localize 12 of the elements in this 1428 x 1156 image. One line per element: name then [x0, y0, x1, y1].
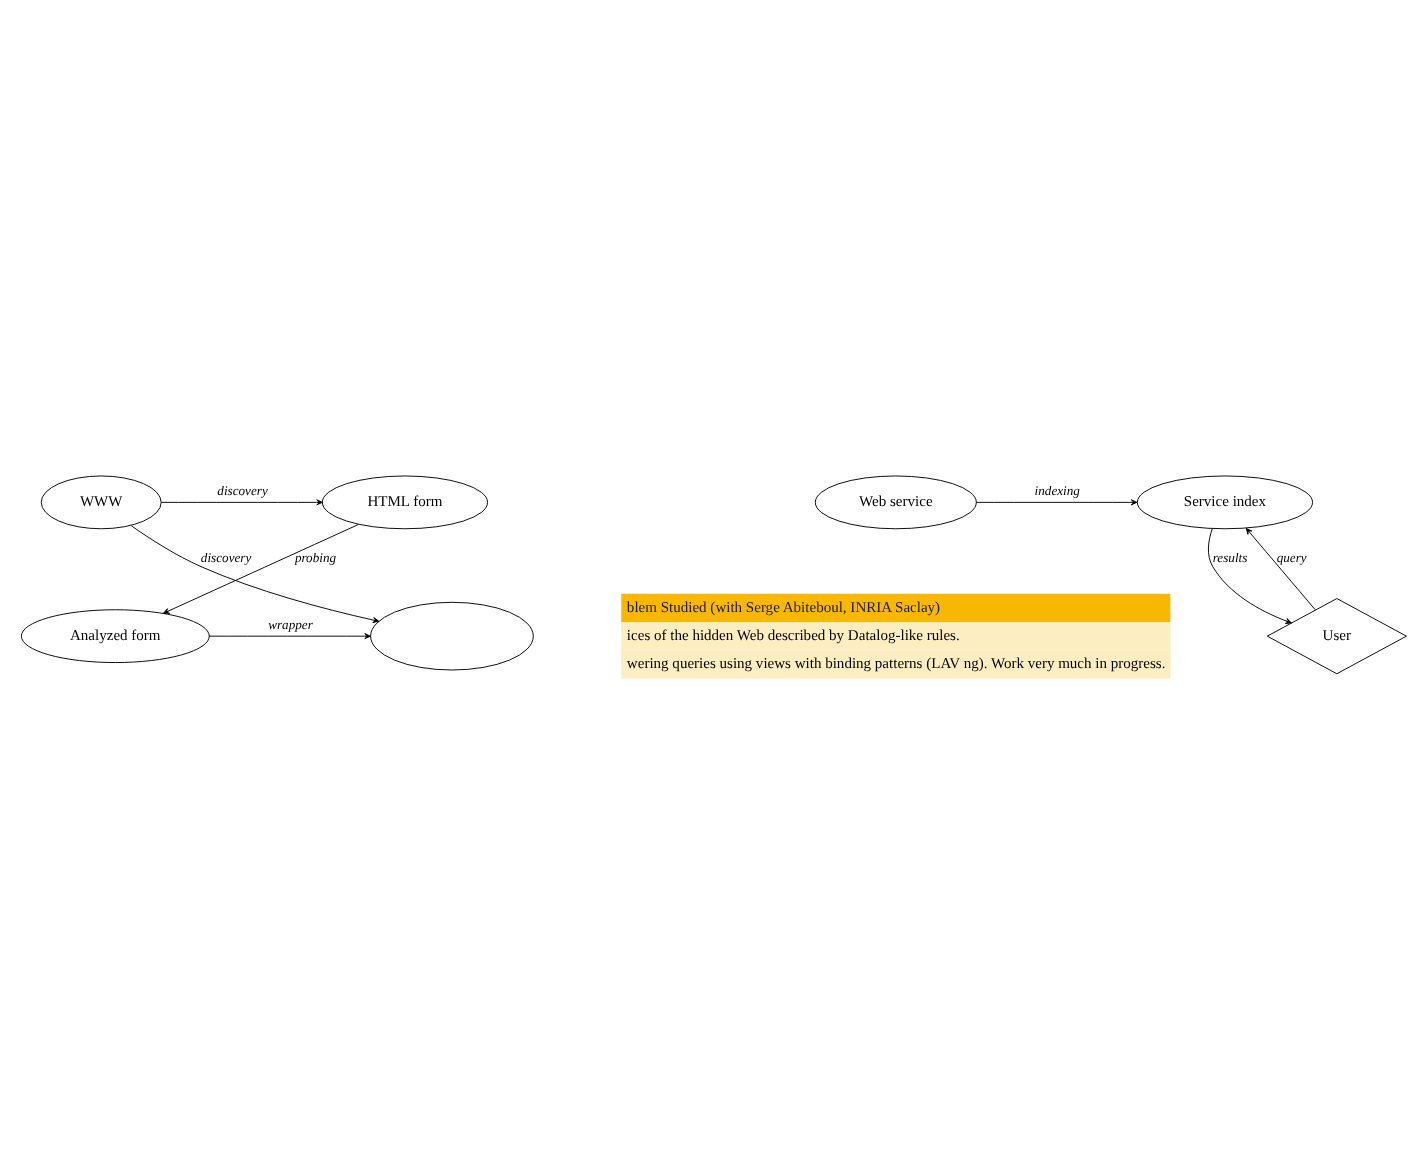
- arrow: [1245, 526, 1316, 610]
- arrow: [208, 632, 371, 639]
- arrow: [162, 523, 359, 613]
- node-ellipse: HTML form: [321, 474, 489, 529]
- node-ellipse: Service index: [1136, 474, 1314, 529]
- arrow: [130, 524, 380, 622]
- arrow: [160, 498, 323, 505]
- arrow: [1207, 527, 1292, 623]
- arrow: [975, 498, 1138, 505]
- node-diamond: User: [1266, 597, 1407, 674]
- node-ellipse: WWW: [40, 474, 162, 529]
- node-ellipse: Web service: [814, 474, 977, 529]
